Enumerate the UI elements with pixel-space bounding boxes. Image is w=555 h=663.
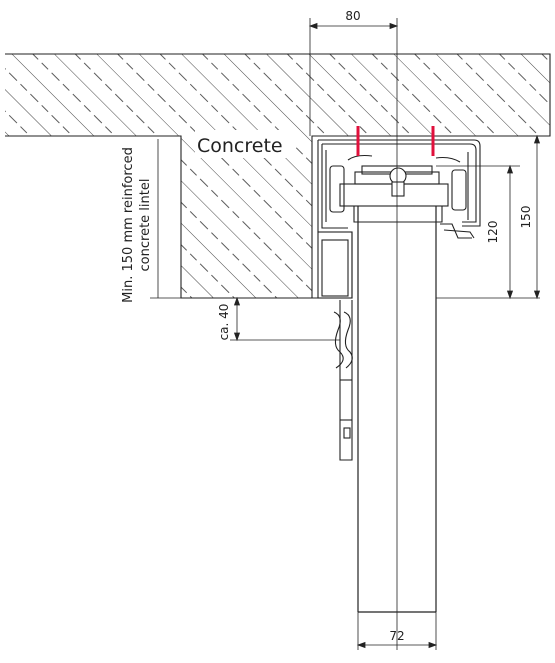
concrete-body bbox=[5, 53, 551, 299]
lintel-note: Min. 150 mm reinforced concrete lintel bbox=[121, 147, 153, 303]
dim-housing-label: 120 bbox=[486, 221, 500, 244]
dim-right bbox=[436, 134, 541, 300]
dim-clearance-label: ca. 40 bbox=[217, 304, 231, 341]
dim-clearance bbox=[230, 296, 340, 342]
dim-bottom-label: 72 bbox=[389, 629, 404, 643]
housing-profile bbox=[312, 139, 481, 299]
side-guide-profile bbox=[333, 300, 353, 461]
dim-top-label: 80 bbox=[345, 9, 360, 23]
label-plate bbox=[195, 130, 295, 158]
dim-bottom bbox=[356, 612, 438, 650]
concrete-label: Concrete bbox=[197, 135, 283, 157]
dim-total-label: 150 bbox=[519, 206, 533, 229]
dim-top bbox=[308, 18, 399, 136]
lintel-note-line1: Min. 150 mm reinforced bbox=[121, 147, 136, 303]
lintel-note-line2: concrete lintel bbox=[138, 179, 153, 272]
